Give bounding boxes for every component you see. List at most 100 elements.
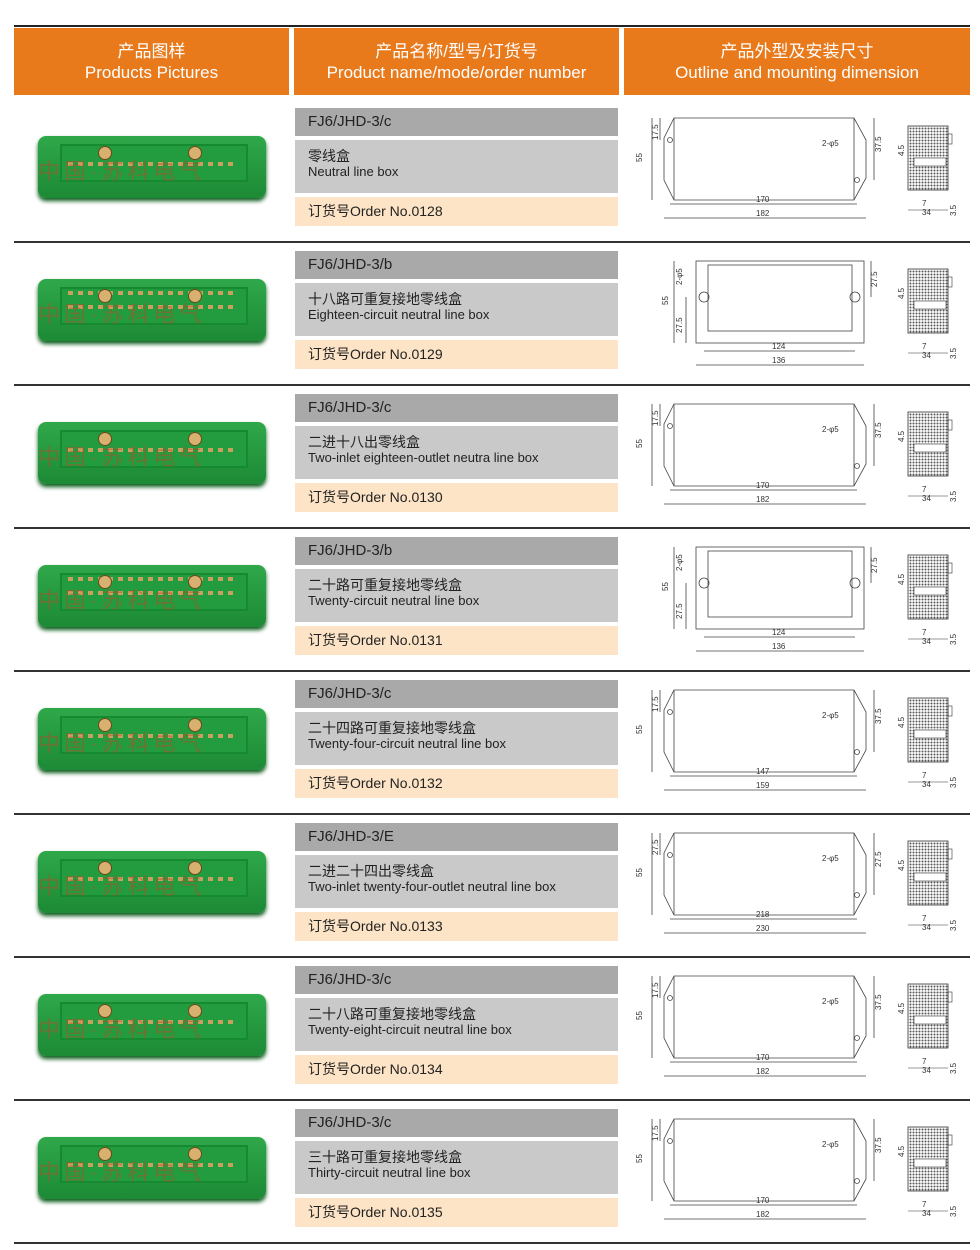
side-dim-2: 7 bbox=[922, 1200, 927, 1209]
dim-outer: 230 bbox=[756, 924, 770, 933]
product-name: 二十路可重复接地零线盒 Twenty-circuit neutral line … bbox=[295, 569, 618, 622]
dim-inner: 124 bbox=[772, 342, 786, 351]
product-name-cn: 三十路可重复接地零线盒 bbox=[308, 1149, 462, 1165]
order-number: 订货号Order No.0131 bbox=[295, 626, 618, 655]
dim-outer: 159 bbox=[756, 781, 770, 790]
product-name-en: Eighteen-circuit neutral line box bbox=[308, 307, 490, 322]
side-dim-4: 3.5 bbox=[949, 1205, 958, 1217]
watermark: 中国·苏科电气 bbox=[38, 874, 206, 899]
row-divider bbox=[14, 384, 970, 386]
dim-outer: 182 bbox=[756, 1067, 770, 1076]
dim-b: 37.5 bbox=[874, 136, 883, 152]
side-dim-2: 7 bbox=[922, 1057, 927, 1066]
dim-height: 55 bbox=[635, 439, 644, 448]
dim-hole: 2-φ5 bbox=[822, 425, 839, 434]
model-number: FJ6/JHD-3/b bbox=[295, 537, 618, 565]
product-row: 中国·苏科电气 FJ6/JHD-3/c 二十四路可重复接地零线盒 Twenty-… bbox=[0, 672, 980, 815]
dim-height: 55 bbox=[661, 582, 670, 591]
dim-inner: 170 bbox=[756, 195, 770, 204]
product-row: 中国·苏科电气 FJ6/JHD-3/c 三十路可重复接地零线盒 Thirty-c… bbox=[0, 1101, 980, 1244]
header-product-name: 产品名称/型号/订货号 Product name/mode/order numb… bbox=[294, 28, 619, 95]
dim-height: 55 bbox=[635, 1154, 644, 1163]
dim-outer: 182 bbox=[756, 209, 770, 218]
row-divider bbox=[14, 813, 970, 815]
line-box-image bbox=[38, 279, 266, 341]
dim-a: 17.5 bbox=[651, 1125, 660, 1141]
product-name: 三十路可重复接地零线盒 Thirty-circuit neutral line … bbox=[295, 1141, 618, 1194]
side-dim-3: 34 bbox=[922, 780, 931, 789]
mounting-hole bbox=[667, 1138, 673, 1144]
order-number: 订货号Order No.0128 bbox=[295, 197, 618, 226]
product-row: 中国·苏科电气 FJ6/JHD-3/c 二进十八出零线盒 Two-inlet e… bbox=[0, 386, 980, 529]
side-dim-2: 7 bbox=[922, 914, 927, 923]
line-box-image bbox=[38, 994, 266, 1056]
order-prefix: 订货号Order No. bbox=[308, 346, 412, 362]
order-prefix: 订货号Order No. bbox=[308, 632, 412, 648]
side-dim-4: 3.5 bbox=[949, 919, 958, 931]
model-number: FJ6/JHD-3/c bbox=[295, 680, 618, 708]
product-row: 中国·苏科电气 FJ6/JHD-3/b 二十路可重复接地零线盒 Twenty-c… bbox=[0, 529, 980, 672]
dim-b: 27.5 bbox=[870, 557, 879, 573]
dim-b: 27.5 bbox=[874, 851, 883, 867]
line-box-image bbox=[38, 851, 266, 913]
mounting-hole bbox=[698, 577, 710, 589]
side-dim-2: 7 bbox=[922, 199, 927, 208]
side-dim-1: 4.5 bbox=[897, 1145, 906, 1157]
product-picture: 中国·苏科电气 bbox=[34, 265, 270, 351]
product-name: 二进二十四出零线盒 Two-inlet twenty-four-outlet n… bbox=[295, 855, 618, 908]
dim-height: 55 bbox=[635, 153, 644, 162]
watermark: 中国·苏科电气 bbox=[38, 588, 206, 613]
header-dimension-cn: 产品外型及安装尺寸 bbox=[720, 41, 874, 61]
dim-inner: 124 bbox=[772, 628, 786, 637]
header-pictures-en: Products Pictures bbox=[84, 62, 219, 82]
line-box-image bbox=[38, 708, 266, 770]
order-no: 0128 bbox=[411, 203, 443, 219]
screw-icon bbox=[188, 718, 202, 732]
row-divider bbox=[14, 670, 970, 672]
side-dim-2: 7 bbox=[922, 485, 927, 494]
outline-shape bbox=[695, 260, 865, 344]
dim-height: 55 bbox=[661, 296, 670, 305]
product-name-cn: 二进十八出零线盒 bbox=[308, 434, 420, 450]
watermark: 中国·苏科电气 bbox=[38, 1160, 206, 1185]
order-no: 0135 bbox=[411, 1204, 443, 1220]
product-row: 中国·苏科电气 FJ6/JHD-3/b 十八路可重复接地零线盒 Eighteen… bbox=[0, 243, 980, 386]
order-no: 0130 bbox=[411, 489, 443, 505]
dim-hole: 2-φ5 bbox=[822, 854, 839, 863]
side-dim-2: 7 bbox=[922, 628, 927, 637]
side-dim-3: 34 bbox=[922, 1066, 931, 1075]
product-picture: 中国·苏科电气 bbox=[34, 980, 270, 1066]
header-pictures-cn: 产品图样 bbox=[117, 41, 186, 61]
dim-hole: 2-φ5 bbox=[822, 711, 839, 720]
product-name: 二十八路可重复接地零线盒 Twenty-eight-circuit neutra… bbox=[295, 998, 618, 1051]
mounting-hole bbox=[854, 1178, 860, 1184]
order-no: 0129 bbox=[411, 346, 443, 362]
dim-a: 17.5 bbox=[651, 982, 660, 998]
side-dim-3: 34 bbox=[922, 494, 931, 503]
model-number: FJ6/JHD-3/c bbox=[295, 966, 618, 994]
dim-b: 27.5 bbox=[870, 271, 879, 287]
dim-lower: 27.5 bbox=[675, 603, 684, 619]
product-name: 十八路可重复接地零线盒 Eighteen-circuit neutral lin… bbox=[295, 283, 618, 336]
product-name-cn: 十八路可重复接地零线盒 bbox=[308, 291, 462, 307]
dim-b: 37.5 bbox=[874, 422, 883, 438]
product-name-en: Two-inlet twenty-four-outlet neutral lin… bbox=[308, 879, 556, 894]
header-product-name-cn: 产品名称/型号/订货号 bbox=[375, 41, 538, 61]
order-no: 0133 bbox=[411, 918, 443, 934]
dim-hole: 2-φ5 bbox=[822, 1140, 839, 1149]
row-divider bbox=[14, 241, 970, 243]
mounting-hole bbox=[854, 749, 860, 755]
product-picture: 中国·苏科电气 bbox=[34, 837, 270, 923]
product-picture: 中国·苏科电气 bbox=[34, 694, 270, 780]
product-name-cn: 零线盒 bbox=[308, 148, 350, 164]
order-prefix: 订货号Order No. bbox=[308, 489, 412, 505]
screw-icon bbox=[98, 432, 112, 446]
screw-icon bbox=[188, 861, 202, 875]
watermark: 中国·苏科电气 bbox=[38, 159, 206, 184]
mounting-hole bbox=[849, 291, 861, 303]
screw-icon bbox=[188, 575, 202, 589]
